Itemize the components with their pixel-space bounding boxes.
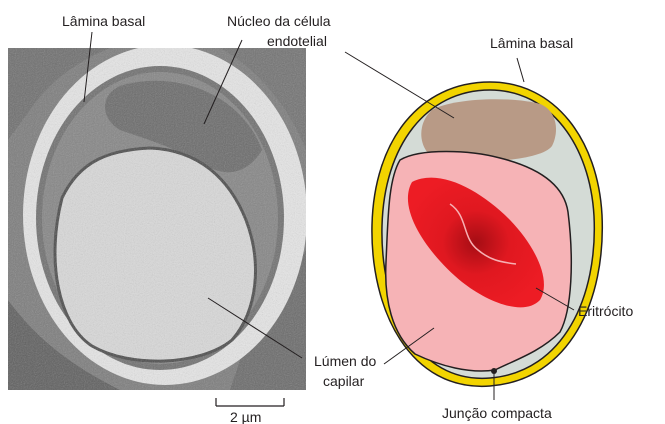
label-lumen-line2: capilar <box>323 373 365 389</box>
capillary-diagram <box>372 82 602 386</box>
label-tight-junction: Junção compacta <box>442 405 552 421</box>
label-diagram-basal-lamina: Lâmina basal <box>490 35 573 51</box>
label-micrograph-basal-lamina: Lâmina basal <box>62 13 145 29</box>
leader-diagram-basal-lamina <box>517 58 524 82</box>
electron-micrograph <box>8 45 307 390</box>
label-scale-bar: 2 µm <box>230 409 261 424</box>
label-nucleus-line2: endotelial <box>267 33 327 49</box>
label-erythrocyte: Eritrócito <box>578 303 633 319</box>
scale-bar <box>216 398 284 406</box>
label-lumen-line1: Lúmen do <box>314 353 376 369</box>
label-nucleus-line1: Núcleo da célula <box>227 13 331 29</box>
leader-diagram-nucleus <box>345 52 454 118</box>
